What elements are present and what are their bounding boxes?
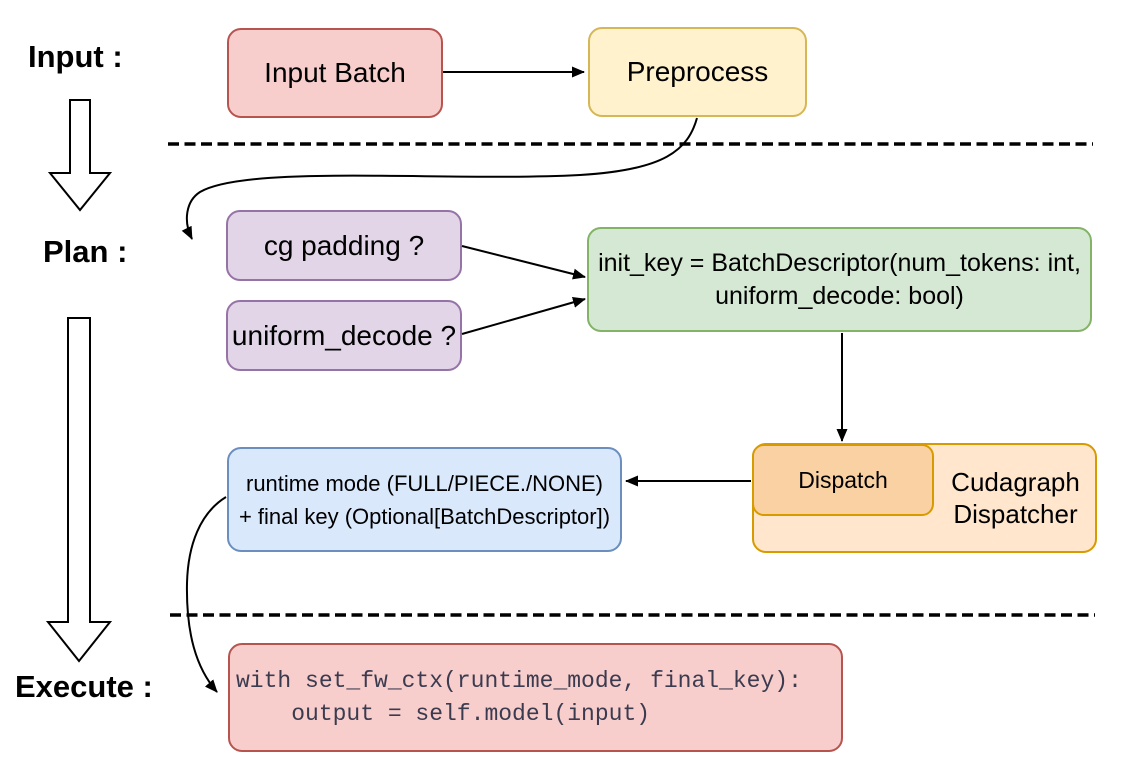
node-runtime-mode-line1: runtime mode (FULL/PIECE./NONE) — [246, 470, 603, 496]
stage-label-input: Input : — [28, 39, 123, 74]
node-cg-padding-label: cg padding ? — [263, 229, 425, 261]
dispatcher-label-line2: Dispatcher — [953, 499, 1078, 529]
arrow-uniform-decode-to-init-key — [461, 296, 586, 335]
dispatcher-label-line1: Cudagraph — [951, 467, 1080, 497]
arrow-cg-padding-to-init-key — [461, 245, 586, 280]
stage-arrow-plan-to-execute-icon — [45, 317, 113, 663]
node-init-key-line1: init_key = BatchDescriptor(num_tokens: i… — [598, 248, 1081, 277]
node-uniform-decode: uniform_decode ? — [226, 300, 462, 371]
node-execute-code: with set_fw_ctx(runtime_mode, final_key)… — [228, 643, 843, 752]
node-cudagraph-dispatcher-label: Cudagraph Dispatcher — [934, 443, 1097, 553]
node-preprocess: Preprocess — [588, 27, 807, 117]
node-input-batch: Input Batch — [227, 28, 443, 118]
node-dispatch: Dispatch — [752, 444, 934, 516]
node-init-key-line2: uniform_decode: bool) — [715, 281, 964, 310]
node-cg-padding: cg padding ? — [226, 210, 462, 281]
node-init-key: init_key = BatchDescriptor(num_tokens: i… — [587, 227, 1092, 332]
node-runtime-mode-line2: + final key (Optional[BatchDescriptor]) — [238, 503, 611, 529]
node-input-batch-label: Input Batch — [264, 57, 406, 88]
code-line-1: with set_fw_ctx(runtime_mode, final_key)… — [236, 667, 802, 694]
node-runtime-mode: runtime mode (FULL/PIECE./NONE) + final … — [227, 447, 622, 552]
stage-label-execute: Execute : — [15, 669, 153, 704]
stage-label-plan: Plan : — [43, 234, 128, 269]
node-dispatch-label: Dispatch — [798, 466, 888, 493]
stage-arrow-input-to-plan-icon — [47, 99, 113, 212]
node-preprocess-label: Preprocess — [626, 56, 769, 87]
code-line-2: output = self.model(input) — [236, 700, 651, 727]
node-uniform-decode-label: uniform_decode ? — [231, 319, 457, 351]
arrow-runtime-mode-to-execute-code — [185, 496, 227, 693]
